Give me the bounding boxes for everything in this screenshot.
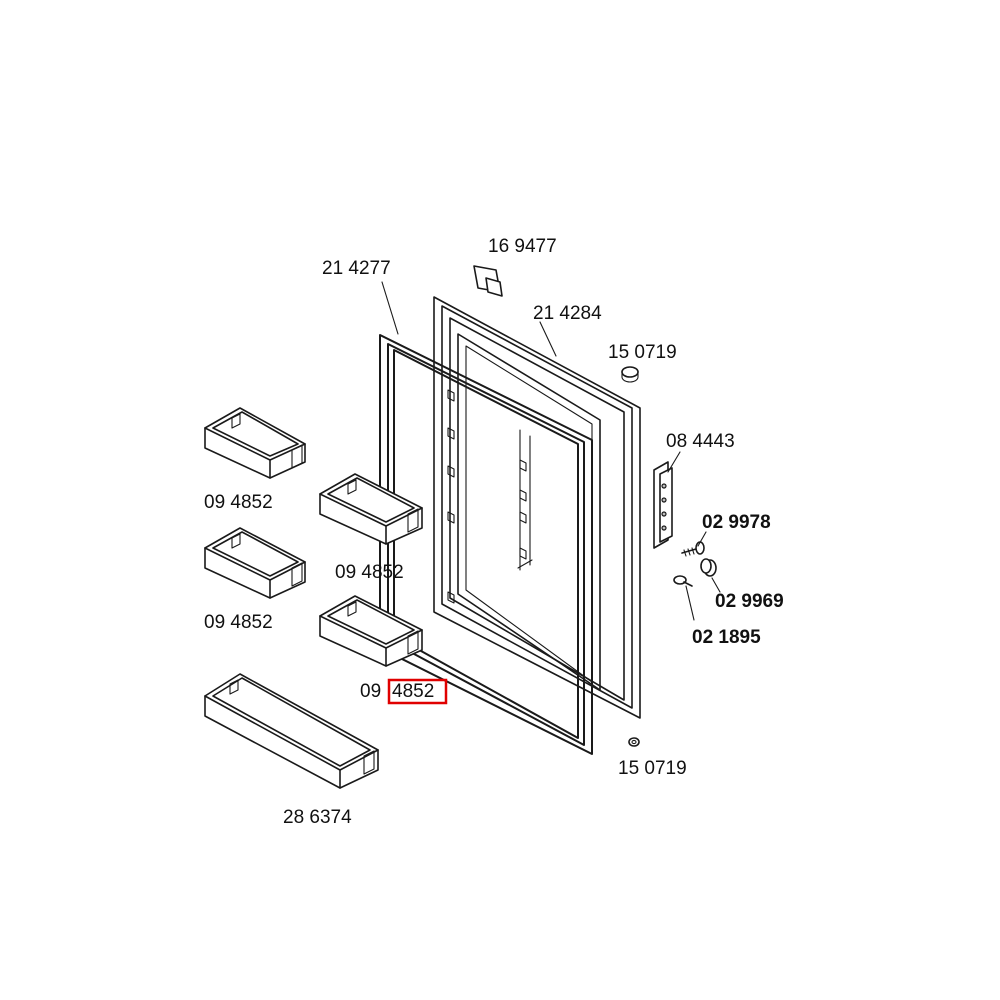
label-shelf-upper-left: 09 4852	[204, 492, 273, 513]
label-screw-upper: 02 9978	[702, 512, 771, 533]
door-panel	[433, 296, 641, 719]
plug-top	[621, 366, 639, 383]
screw-lower	[673, 575, 693, 587]
door-shelf-upper-left	[204, 407, 306, 479]
door-shelf-upper-mid	[319, 473, 423, 545]
label-shelf-mid-left: 09 4852	[204, 612, 273, 633]
hinge-plate-top	[473, 265, 503, 297]
leader-lines	[381, 281, 721, 621]
screw-upper	[681, 541, 705, 557]
label-shelf-lower-mid-prefix: 09	[360, 681, 381, 702]
label-shelf-lower-mid-suffix: 4852	[392, 681, 434, 702]
label-shelf-upper-mid: 09 4852	[335, 562, 404, 583]
label-lid-hinge-plate: 16 9477	[488, 236, 557, 257]
highlight-box	[387, 678, 448, 705]
label-plug-top: 15 0719	[608, 342, 677, 363]
label-plug-bottom: 15 0719	[618, 758, 687, 779]
hinge-bracket	[653, 461, 673, 549]
plug-bottom	[628, 737, 640, 747]
label-door-panel: 21 4284	[533, 303, 602, 324]
label-door-gasket: 21 4277	[322, 258, 391, 279]
label-cap-nut: 02 9969	[715, 591, 784, 612]
bottle-shelf	[204, 673, 379, 789]
door-shelf-mid-left	[204, 527, 306, 599]
label-screw-lower: 02 1895	[692, 627, 761, 648]
cap-nut	[700, 558, 717, 577]
label-hinge-bracket: 08 4443	[666, 431, 735, 452]
door-shelf-lower-mid	[319, 595, 423, 667]
label-bottle-shelf: 28 6374	[283, 807, 352, 828]
